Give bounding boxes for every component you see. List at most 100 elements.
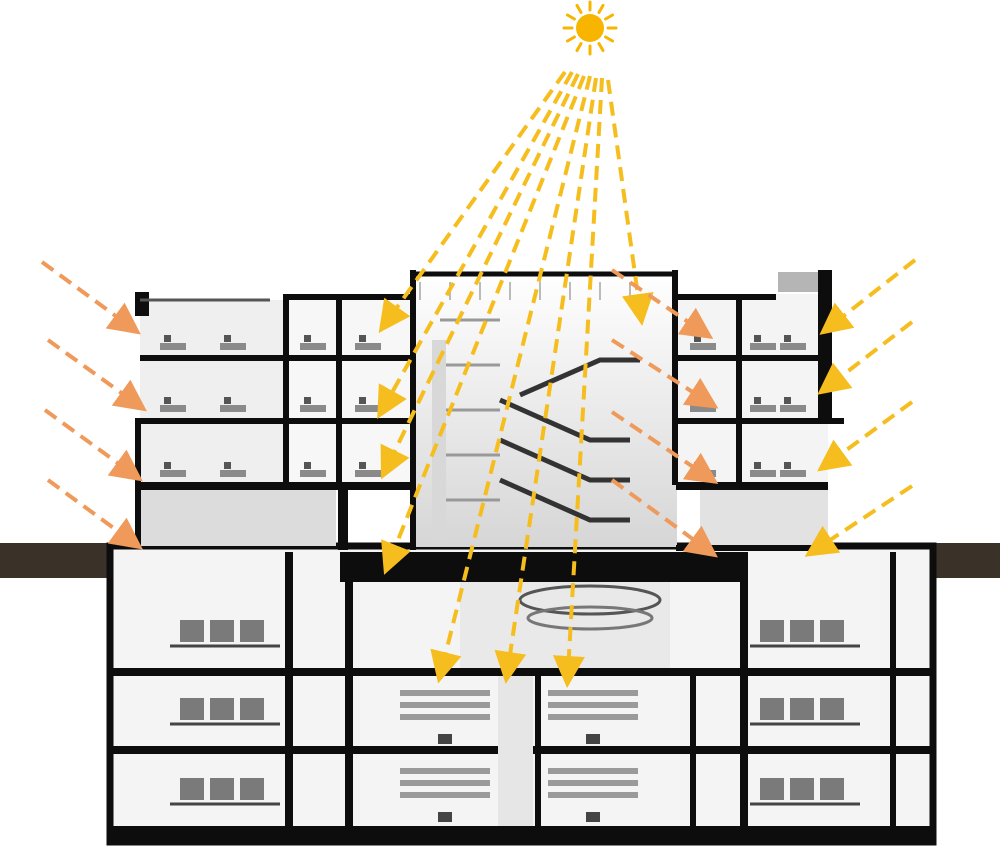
left-column-2 [336, 294, 342, 486]
basement-wall-e [740, 552, 748, 842]
lecture-desk-row [548, 768, 638, 774]
office-desk [780, 405, 806, 412]
office-desk [780, 470, 806, 477]
light-arrow-icon [610, 268, 714, 340]
atrium-column [432, 340, 446, 540]
lab-bench [760, 620, 784, 642]
escalator-4 [518, 357, 640, 398]
office-desk [160, 470, 186, 477]
spiral-stair-lower [526, 605, 654, 631]
left-outer-wall [135, 418, 141, 548]
office-monitor [164, 397, 171, 404]
right-slab-2 [676, 418, 844, 424]
lab-bench [240, 778, 264, 800]
left-offices [160, 335, 381, 477]
light-arrow-icon [610, 410, 719, 484]
sun-icon [562, 0, 618, 56]
lab-bench [180, 620, 204, 642]
office-desk [220, 343, 246, 350]
lab-bench [210, 778, 234, 800]
lab-bench [790, 698, 814, 720]
lab-bench [820, 620, 844, 642]
right-slab-0 [676, 294, 776, 300]
escalator-3 [498, 477, 630, 523]
light-arrow-icon [804, 484, 914, 557]
sun-ray-decor [575, 42, 583, 53]
left-slab-1 [140, 355, 410, 361]
sun-ray-decor [575, 3, 583, 14]
transfer-slab [340, 552, 740, 582]
basement-wall-d [690, 676, 696, 842]
office-desk [300, 405, 326, 412]
right-ground-slab [676, 545, 830, 551]
atrium-structure [419, 282, 631, 540]
left-slab-2 [135, 418, 410, 424]
sun-ray-decor [604, 13, 615, 21]
lecture-desk-row [548, 690, 638, 696]
right-slab-1 [676, 355, 828, 361]
office-desk [750, 343, 776, 350]
light-arrow-icon [610, 478, 718, 558]
light-arrow-icon [43, 408, 143, 482]
atrium-right-wall [672, 270, 678, 485]
light-arrow-icon [817, 320, 914, 395]
right-wing-body [678, 294, 828, 486]
basement-wall-b [345, 552, 353, 842]
light-arrow-icon [46, 338, 147, 412]
office-desk [690, 405, 716, 412]
left-slab-0 [283, 294, 413, 300]
light-arrow-icon [819, 258, 917, 335]
office-monitor [224, 397, 231, 404]
escalator-2 [498, 437, 630, 483]
office-monitor [754, 397, 761, 404]
lectern [438, 812, 452, 822]
lecture-desk-row [548, 702, 638, 708]
right-brick-facade [778, 272, 818, 292]
lab-bench [790, 620, 814, 642]
sun-ray-decor [565, 35, 576, 43]
office-desk [220, 405, 246, 412]
office-monitor [359, 335, 366, 342]
office-desk [355, 343, 381, 350]
office-monitor [359, 462, 366, 469]
left-core [338, 490, 348, 550]
lectern [438, 734, 452, 744]
office-desk [750, 470, 776, 477]
right-column-1 [736, 294, 742, 486]
lecture-desk-row [400, 792, 490, 798]
spiral-stair [518, 584, 662, 616]
office-monitor [784, 462, 791, 469]
lab-bench [760, 778, 784, 800]
light-arrow-icon [494, 77, 598, 684]
office-monitor [694, 397, 701, 404]
lab-bench [240, 620, 264, 642]
light-arrow-icon [40, 260, 141, 335]
lab-bench [760, 698, 784, 720]
lecture-desk-row [548, 780, 638, 786]
basement-wall-c [535, 676, 541, 842]
office-monitor [304, 462, 311, 469]
office-desk [220, 470, 246, 477]
basement-lightwell [498, 676, 533, 826]
right-outer-wall [818, 270, 832, 420]
office-desk [160, 405, 186, 412]
office-monitor [359, 397, 366, 404]
right-slab-3 [676, 482, 828, 490]
basement-wall-a [285, 552, 293, 842]
lab-bench [240, 698, 264, 720]
lecture-desk-row [548, 714, 638, 720]
light-arrow-icon [610, 338, 719, 409]
left-column-1 [283, 294, 289, 486]
right-curtain-wall [700, 490, 828, 545]
light-arrow-icon [606, 79, 654, 326]
sun-ray-decor [597, 42, 605, 53]
lectern [586, 812, 600, 822]
office-monitor [224, 335, 231, 342]
lab-bench [790, 778, 814, 800]
light-arrows [40, 70, 917, 688]
sun-disc [576, 14, 604, 42]
light-arrow-icon [380, 73, 580, 480]
office-desk [750, 405, 776, 412]
escalator-1 [498, 397, 630, 443]
